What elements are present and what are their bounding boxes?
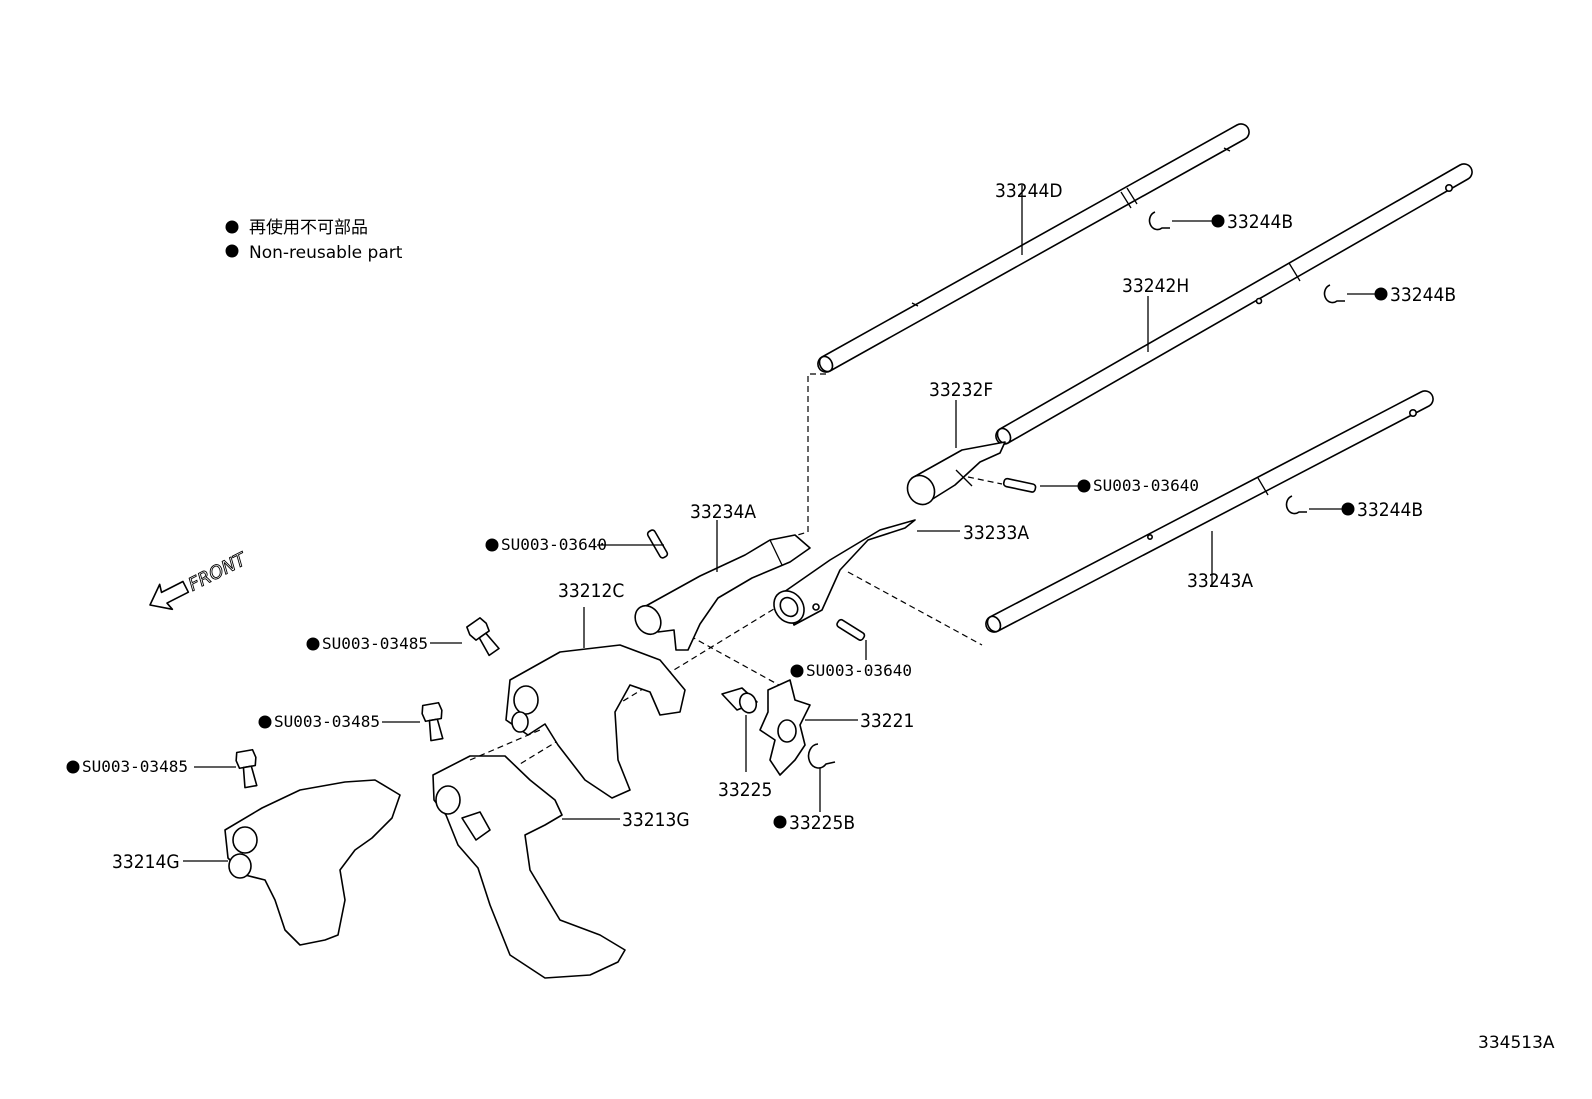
label-33233A: 33233A bbox=[963, 522, 1029, 544]
diagram-id: 334513A bbox=[1478, 1033, 1555, 1053]
non-reusable-dot-icon bbox=[1374, 287, 1388, 301]
e-ring-icon bbox=[1323, 284, 1345, 304]
label-33244D: 33244D bbox=[995, 180, 1063, 202]
label-SU003-03485-c: SU003-03485 bbox=[82, 757, 188, 776]
label-33232F: 33232F bbox=[929, 379, 993, 401]
rod-33244D bbox=[817, 123, 1250, 373]
e-ring-icon bbox=[1285, 495, 1307, 515]
bolt-icon bbox=[466, 617, 500, 657]
non-reusable-dot-icon bbox=[66, 760, 80, 774]
label-SU003-03640-a: SU003-03640 bbox=[1093, 476, 1199, 495]
non-reusable-dot-icon bbox=[225, 220, 239, 234]
label-SU003-03640-c: SU003-03640 bbox=[806, 661, 912, 680]
label-33244B-2: 33244B bbox=[1390, 284, 1456, 306]
shift-head-33232F bbox=[906, 441, 1006, 506]
non-reusable-dot-icon bbox=[773, 815, 787, 829]
label-33243A: 33243A bbox=[1187, 570, 1253, 592]
spring-pin-icon bbox=[1002, 477, 1037, 493]
non-reusable-dot-icon bbox=[1341, 502, 1355, 516]
label-33225B: 33225B bbox=[789, 812, 855, 834]
non-reusable-dot-icon bbox=[1211, 214, 1225, 228]
shift-fork-33213G bbox=[432, 755, 626, 979]
label-SU003-03640-b: SU003-03640 bbox=[501, 535, 607, 554]
e-ring-icon bbox=[807, 743, 836, 769]
non-reusable-dot-icon bbox=[1077, 479, 1091, 493]
non-reusable-dot-icon bbox=[485, 538, 499, 552]
non-reusable-dot-icon bbox=[790, 664, 804, 678]
rod-33242H bbox=[995, 163, 1473, 445]
spring-pin-icon bbox=[646, 529, 669, 559]
label-33221: 33221 bbox=[860, 710, 914, 732]
shift-head-33233A bbox=[773, 519, 916, 626]
label-33213G: 33213G bbox=[622, 809, 690, 831]
non-reusable-dot-icon bbox=[225, 244, 239, 258]
legend-japanese: 再使用不可部品 bbox=[249, 217, 368, 238]
label-33244B-1: 33244B bbox=[1227, 211, 1293, 233]
front-label: FRONT bbox=[185, 548, 251, 596]
label-33244B-3: 33244B bbox=[1357, 499, 1423, 521]
front-indicator: FRONT bbox=[149, 548, 252, 611]
e-ring-icon bbox=[1148, 211, 1170, 231]
front-arrow-icon bbox=[149, 580, 190, 611]
pin-33225 bbox=[721, 687, 758, 714]
shift-head-33234A bbox=[634, 534, 811, 651]
non-reusable-dot-icon bbox=[258, 715, 272, 729]
legend-english: Non-reusable part bbox=[249, 243, 403, 263]
label-33214G: 33214G bbox=[112, 851, 180, 873]
shift-fork-33212C bbox=[505, 644, 686, 799]
label-SU003-03485-a: SU003-03485 bbox=[322, 634, 428, 653]
label-33212C: 33212C bbox=[558, 580, 624, 602]
label-33242H: 33242H bbox=[1122, 275, 1189, 297]
label-SU003-03485-b: SU003-03485 bbox=[274, 712, 380, 731]
label-33234A: 33234A bbox=[690, 501, 756, 523]
spring-pin-icon bbox=[836, 618, 866, 641]
interlock-33221 bbox=[759, 679, 811, 776]
bolt-icon bbox=[421, 701, 444, 742]
rod-33243A bbox=[985, 390, 1434, 633]
non-reusable-dot-icon bbox=[306, 637, 320, 651]
label-33225: 33225 bbox=[718, 779, 772, 801]
bolt-icon bbox=[235, 748, 258, 789]
shift-fork-33214G bbox=[224, 779, 401, 946]
legend: 再使用不可部品 Non-reusable part bbox=[225, 217, 403, 263]
